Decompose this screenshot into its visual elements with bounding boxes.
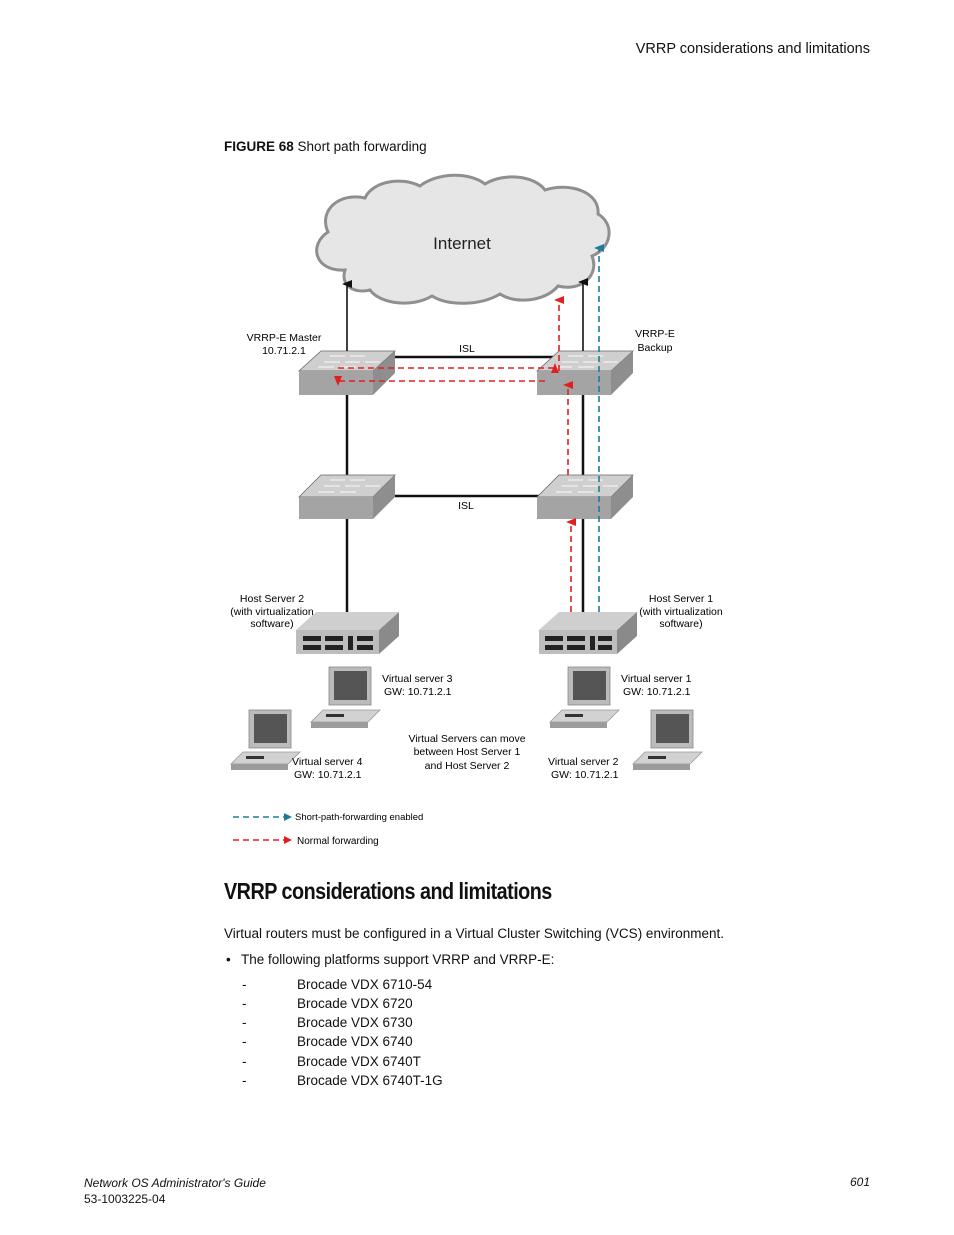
footer-left: Network OS Administrator's Guide 53-1003… — [84, 1175, 266, 1207]
virtual-server-1-computer — [549, 666, 620, 728]
running-header: VRRP considerations and limitations — [635, 41, 870, 57]
isl-bottom-label: ISL — [458, 500, 474, 512]
internet-label: Internet — [433, 234, 491, 253]
list-item-platform: Brocade VDX 6710-54 — [297, 977, 433, 992]
host2-label-line2: (with virtualization — [230, 606, 314, 618]
switch-vrrp-master — [297, 350, 397, 395]
virtual-server-2-computer — [632, 709, 703, 770]
list-item-platform: Brocade VDX 6740T-1G — [297, 1073, 443, 1088]
move-note-line2: between Host Server 1 — [414, 746, 521, 758]
page-number: 601 — [849, 1175, 870, 1189]
vs4-label-line1: Virtual server 4 — [292, 756, 363, 768]
bullet-marker: • — [226, 952, 231, 967]
normal-forwarding-path — [334, 296, 576, 612]
legend: Short-path-forwarding enabled Normal for… — [233, 812, 423, 847]
vs3-label-line2: GW: 10.71.2.1 — [384, 686, 452, 698]
list-item-platform: Brocade VDX 6740T — [297, 1054, 421, 1069]
intro-paragraph: Virtual routers must be configured in a … — [224, 926, 724, 941]
network-diagram: Internet ISL ISL — [230, 173, 723, 847]
host1-label-line2: (with virtualization — [639, 606, 723, 618]
master-label-line1: VRRP-E Master — [247, 332, 322, 344]
backup-label-line1: VRRP-E — [635, 328, 675, 340]
figure-label: FIGURE 68 — [224, 139, 294, 154]
list-dash: - — [242, 996, 247, 1011]
list-dash: - — [242, 1034, 247, 1049]
move-note-line1: Virtual Servers can move — [408, 733, 525, 745]
list-dash: - — [242, 1054, 247, 1069]
list-item-platform: Brocade VDX 6720 — [297, 996, 413, 1011]
legend-normal-label: Normal forwarding — [297, 836, 379, 847]
vs1-label-line1: Virtual server 1 — [621, 673, 692, 685]
host-server-1 — [539, 612, 637, 654]
arrow-dashed-blue-icon — [284, 813, 292, 821]
host1-label-line3: software) — [659, 618, 702, 630]
section-heading: VRRP considerations and limitations — [224, 878, 552, 904]
vs2-label-line1: Virtual server 2 — [548, 756, 619, 768]
virtual-server-3-computer — [310, 666, 381, 728]
host1-label-line1: Host Server 1 — [649, 593, 713, 605]
virtual-server-4-computer — [230, 709, 301, 770]
host-server-2 — [296, 612, 399, 654]
arrow-dashed-red-icon — [284, 836, 292, 844]
master-label-line2: 10.71.2.1 — [262, 345, 306, 357]
host2-label-line3: software) — [250, 618, 293, 630]
vs4-label-line2: GW: 10.71.2.1 — [294, 769, 362, 781]
list-dash: - — [242, 1073, 247, 1088]
figure-caption: FIGURE 68 Short path forwarding — [224, 139, 427, 154]
footer-guide-title: Network OS Administrator's Guide — [84, 1176, 266, 1190]
vs1-label-line2: GW: 10.71.2.1 — [623, 686, 691, 698]
list-item-platform: Brocade VDX 6740 — [297, 1034, 413, 1049]
backup-label-line2: Backup — [637, 342, 672, 354]
host2-label-line1: Host Server 2 — [240, 593, 304, 605]
footer-doc-number: 53-1003225-04 — [84, 1192, 166, 1206]
isl-top-label: ISL — [459, 343, 475, 355]
vs3-label-line1: Virtual server 3 — [382, 673, 453, 685]
figure-title: Short path forwarding — [297, 139, 427, 154]
list-item-platform: Brocade VDX 6730 — [297, 1015, 413, 1030]
internet-cloud: Internet — [315, 173, 611, 305]
list-dash: - — [242, 977, 247, 992]
list-dash: - — [242, 1015, 247, 1030]
switch-right-access — [536, 474, 634, 519]
vs2-label-line2: GW: 10.71.2.1 — [551, 769, 619, 781]
legend-short-path-label: Short-path-forwarding enabled — [295, 812, 423, 823]
switch-left-access — [298, 474, 396, 519]
bullet-platforms-intro: The following platforms support VRRP and… — [241, 952, 555, 967]
move-note-line3: and Host Server 2 — [425, 760, 510, 772]
switch-vrrp-backup — [535, 350, 635, 395]
switch-port-grid — [318, 355, 618, 493]
